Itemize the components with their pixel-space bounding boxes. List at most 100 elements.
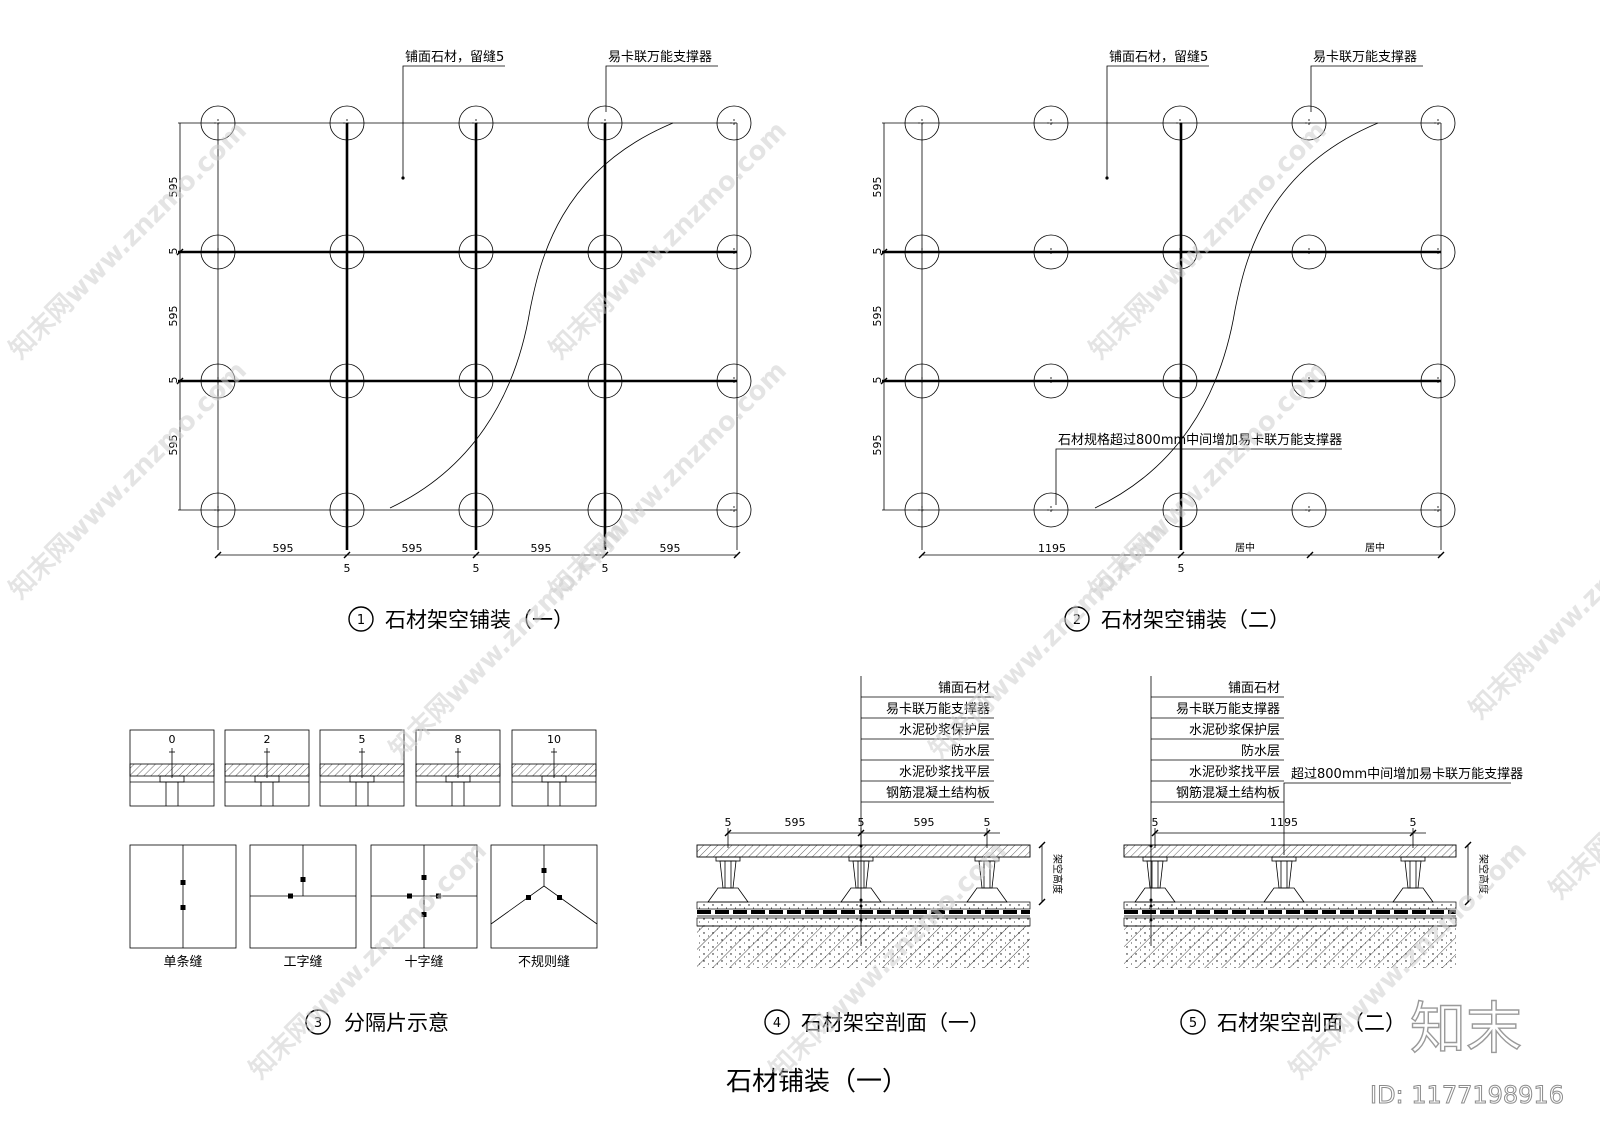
pedestal-circle xyxy=(1420,363,1456,399)
dim-tick xyxy=(1177,551,1185,559)
pedestal-circle xyxy=(1033,492,1069,528)
plan-2-dim-ticks xyxy=(880,248,1445,559)
joint-i-shape xyxy=(249,844,357,949)
dim-tick xyxy=(1437,551,1445,559)
section-screed xyxy=(1123,917,1457,927)
dim-tick xyxy=(601,551,609,559)
watermark-text: 知末网www.znzmo.com xyxy=(1464,476,1600,725)
plan-2-title: 石材架空铺装（二） xyxy=(1101,608,1290,632)
pedestal-circle xyxy=(458,363,494,399)
watermark-text: 知末网www.znzmo.com xyxy=(544,116,793,365)
watermark-text: 知末网www.znzmo.com xyxy=(4,356,253,605)
dim-tick xyxy=(214,551,222,559)
spacer-size-label: 2 xyxy=(264,733,271,746)
plan-1-gap-1: 5 xyxy=(344,562,351,575)
pedestal-circle xyxy=(587,492,623,528)
joint-label-cross: 十字缝 xyxy=(404,955,443,970)
joint-label-irregular: 不规则缝 xyxy=(518,955,570,970)
brand-logo: 知末 xyxy=(1410,997,1522,1062)
pedestal-circle xyxy=(329,234,365,270)
layer-label: 水泥砂浆找平层 xyxy=(899,765,990,780)
spacer-size-label: 10 xyxy=(547,733,561,746)
plan-1-pedestal-callout: 易卡联万能支撑器 xyxy=(608,50,712,65)
layer-label: 钢筋混凝土结构板 xyxy=(1176,785,1280,801)
pedestal-circle xyxy=(200,492,236,528)
layer-label: 钢筋混凝土结构板 xyxy=(886,785,990,801)
pedestal-circle xyxy=(200,105,236,141)
plan-1-left-gap-1: 5 xyxy=(167,248,180,255)
plan-2-number: 2 xyxy=(1073,613,1081,628)
plan-1-dim-2: 595 xyxy=(402,542,423,555)
pedestal-circle xyxy=(904,492,940,528)
height-dim-tick xyxy=(1464,841,1472,849)
spacer-size-label: 5 xyxy=(359,733,366,746)
height-dim-tick xyxy=(1038,841,1046,849)
pedestal-circle xyxy=(1162,234,1198,270)
plan-1-left-dim-1: 595 xyxy=(167,177,180,198)
watermark-text: 知末网www.znzmo.com xyxy=(1084,116,1333,365)
pedestal-circle xyxy=(1291,105,1327,141)
plan-2-left-dim-1: 595 xyxy=(871,177,884,198)
watermark-text: 知末网www.znzmo.com xyxy=(4,116,253,365)
plan-2-pedestals xyxy=(904,105,1456,528)
plan-2-gap-1: 5 xyxy=(1178,562,1185,575)
section-1-number-circle xyxy=(764,1009,790,1035)
plan-2-left-dim-2: 595 xyxy=(871,306,884,327)
pedestal-circle xyxy=(587,234,623,270)
height-dim-tick xyxy=(1038,898,1046,906)
pedestal-base xyxy=(1134,887,1176,903)
mid-callout-label: 超过800mm中间增加易卡联万能支撑器 xyxy=(1291,767,1523,782)
spacer-number: 3 xyxy=(314,1016,322,1031)
pedestal-circle xyxy=(458,492,494,528)
pedestal-circle xyxy=(1420,105,1456,141)
plan-1-number-circle xyxy=(348,606,374,632)
joint-irregular xyxy=(490,844,598,949)
section-gap-label: 5 xyxy=(1410,816,1417,829)
watermark-text: 知末网www.znzmo.com xyxy=(1544,656,1600,905)
plan-1-left-dim-2: 595 xyxy=(167,306,180,327)
section-gap-label: 5 xyxy=(1152,816,1159,829)
pedestal-circle xyxy=(1291,363,1327,399)
id-label: ID: 1177198916 xyxy=(1370,1081,1564,1109)
pedestal-circle xyxy=(1420,234,1456,270)
pedestal-base xyxy=(1263,887,1305,903)
plan-2-pedestal-leader xyxy=(1310,65,1423,112)
layer-label: 防水层 xyxy=(951,743,990,759)
plan-1-dim-4: 595 xyxy=(660,542,681,555)
pedestal-circle xyxy=(716,363,752,399)
section-gap-label: 5 xyxy=(858,816,865,829)
pedestal-body xyxy=(719,860,737,889)
plan-1-pedestals xyxy=(200,105,752,528)
layer-label: 易卡联万能支撑器 xyxy=(886,702,990,717)
layer-label: 防水层 xyxy=(1241,743,1280,759)
plan-2-number-circle xyxy=(1064,606,1090,632)
pedestal-circle xyxy=(458,234,494,270)
layer-leader-dot xyxy=(859,898,863,902)
layer-label: 铺面石材 xyxy=(938,681,990,696)
pedestal-circle xyxy=(200,234,236,270)
dim-tick xyxy=(1306,551,1314,559)
pedestal-circle xyxy=(716,234,752,270)
section-dim-tick xyxy=(857,829,865,837)
dim-tick xyxy=(918,551,926,559)
pedestal-circle xyxy=(329,105,365,141)
section-gap-label: 5 xyxy=(725,816,732,829)
plan-1-break-curve xyxy=(389,122,674,509)
section-mortar-protection xyxy=(1123,901,1457,910)
plan-1-stone-leader-dot xyxy=(401,176,405,180)
pedestal-circle xyxy=(329,492,365,528)
joint-cross xyxy=(370,844,478,949)
layer-label: 水泥砂浆保护层 xyxy=(899,723,990,738)
plan-2-break-curve xyxy=(1094,122,1379,509)
section-dim-tick xyxy=(724,829,732,837)
joint-label-i: 工字缝 xyxy=(283,955,322,970)
plan-1: 铺面石材，留缝5 易卡联万能支撑器 595 595 595 595 5 5 5 … xyxy=(167,50,752,632)
pedestal-cap xyxy=(1142,856,1168,862)
pedestal-circle xyxy=(904,234,940,270)
section-dim-tick xyxy=(1151,829,1159,837)
section-screed xyxy=(696,917,1031,927)
